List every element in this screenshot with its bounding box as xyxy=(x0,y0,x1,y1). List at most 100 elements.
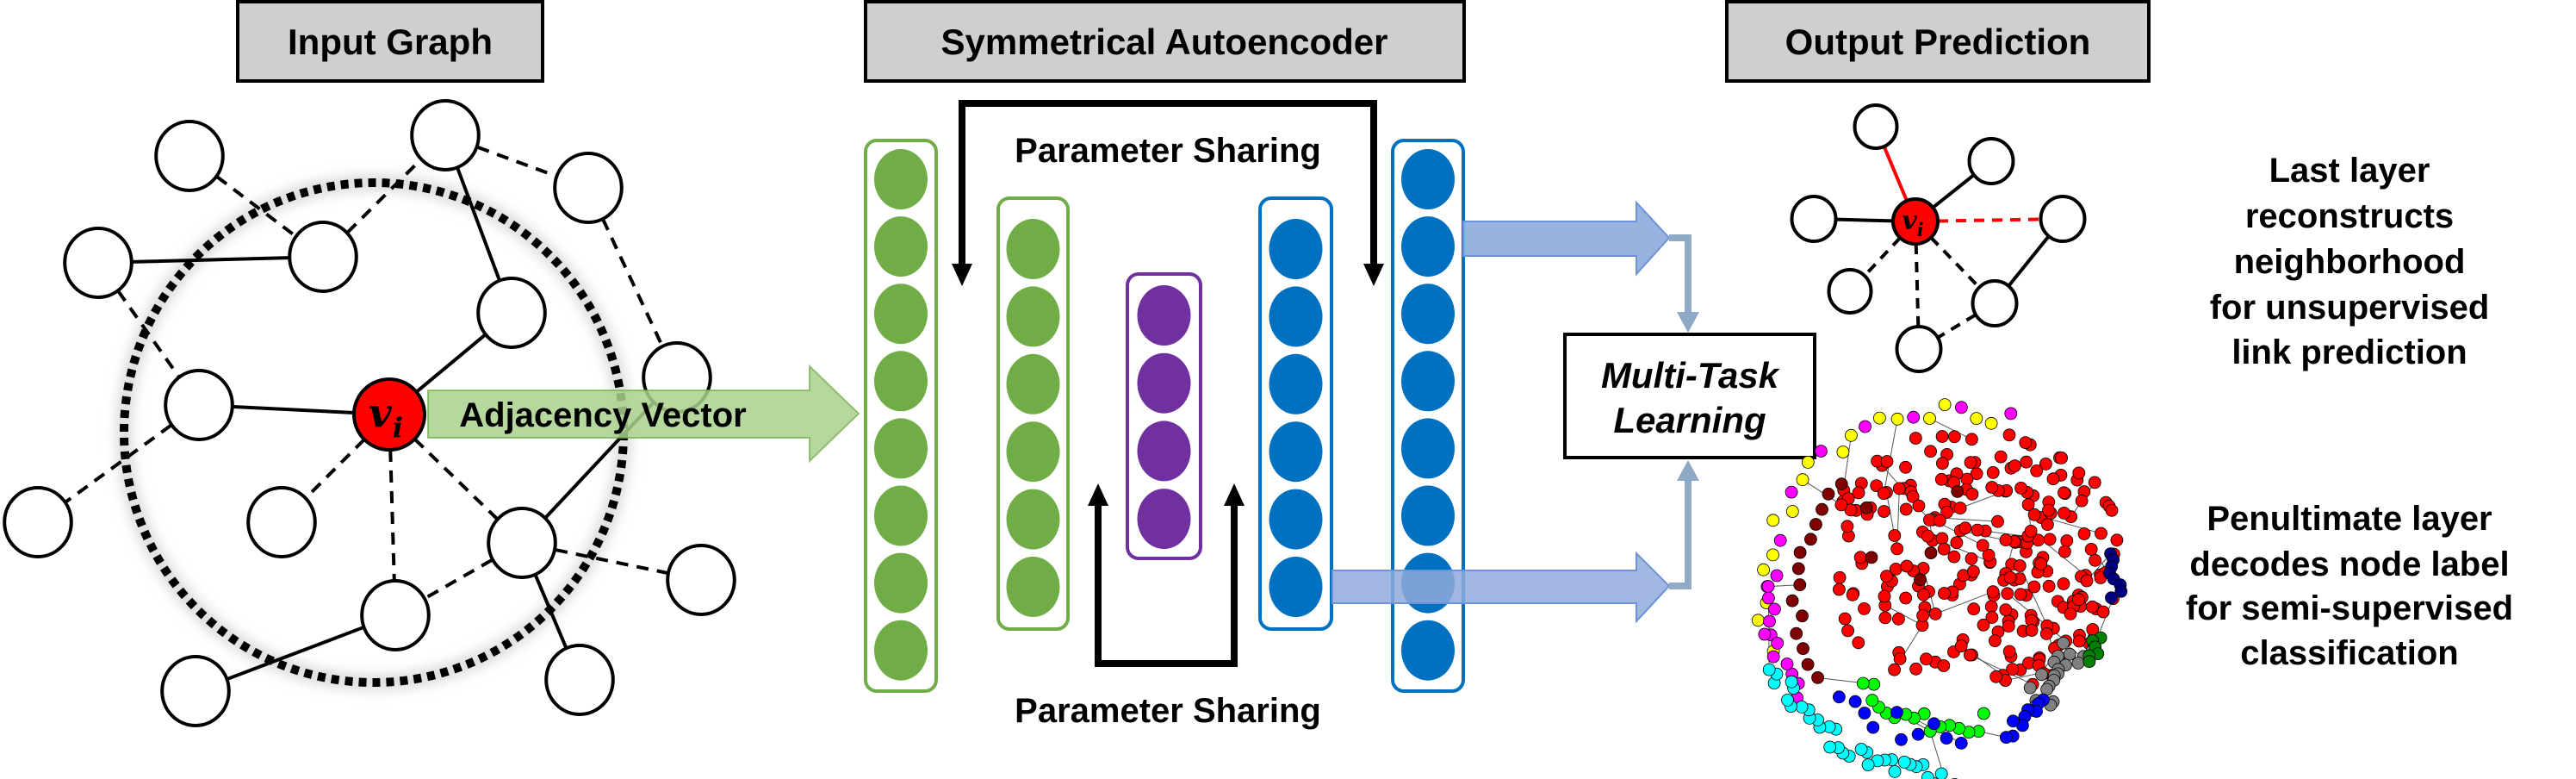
network-node xyxy=(1954,639,1968,653)
network-node xyxy=(2042,579,2056,593)
graph-node xyxy=(360,579,431,651)
network-node xyxy=(1899,591,1913,605)
parameter-sharing-arrowhead-left xyxy=(952,264,972,286)
neuron xyxy=(1401,216,1455,277)
network-node xyxy=(1991,514,2004,528)
graph-edge-dashed xyxy=(555,548,668,575)
description-line: for semi-supervised xyxy=(2186,589,2513,627)
neuron xyxy=(1401,620,1455,681)
target-node-vi xyxy=(1891,197,1940,246)
description-line: for unsupervised xyxy=(2210,289,2490,327)
network-node xyxy=(1951,485,1965,498)
neuron xyxy=(1269,353,1323,414)
network-node xyxy=(1947,430,1961,444)
output-prediction-title-text: Output Prediction xyxy=(1785,22,2091,62)
graph-node xyxy=(63,227,133,299)
graph-edge-dashed xyxy=(388,449,396,582)
parameter-sharing-bottom-label: Parameter Sharing xyxy=(1015,692,1321,730)
network-node xyxy=(1853,551,1867,564)
layer-encoder-hidden xyxy=(996,196,1070,631)
network-node xyxy=(1912,499,1926,513)
network-node xyxy=(1966,564,1980,578)
predicted-link xyxy=(1937,217,2041,223)
network-node xyxy=(1938,587,1951,600)
network-node xyxy=(1947,550,1961,564)
reconstructed-edge xyxy=(2007,234,2051,288)
network-node xyxy=(1872,411,1886,425)
graph-node xyxy=(3,486,73,558)
autoencoder-title: Symmetrical Autoencoder xyxy=(864,0,1466,83)
neuron xyxy=(1269,489,1323,550)
network-node xyxy=(2058,545,2071,558)
graph-edge-dashed xyxy=(424,558,493,600)
network-node xyxy=(1977,618,1990,632)
network-node xyxy=(1935,430,1949,443)
network-node xyxy=(1984,416,1998,430)
network-node xyxy=(1771,637,1785,650)
network-node xyxy=(2057,577,2070,590)
reconstructed-edge xyxy=(1937,313,1977,340)
network-node xyxy=(1938,398,1952,412)
graph-node xyxy=(553,152,624,224)
network-node xyxy=(1865,551,1878,564)
network-node xyxy=(1791,562,1805,576)
network-node xyxy=(1801,456,1815,469)
network-node xyxy=(1954,737,1968,750)
network-node xyxy=(1888,529,1902,542)
description-line: reconstructs xyxy=(2245,197,2454,235)
graph-node xyxy=(487,507,557,579)
network-node xyxy=(2046,472,2060,486)
network-node xyxy=(1965,433,1978,446)
network-node xyxy=(1832,690,1846,704)
neuron xyxy=(874,485,928,546)
network-node xyxy=(1928,608,1942,620)
graph-node xyxy=(1853,103,1899,150)
network-node xyxy=(2004,407,2018,421)
network-node xyxy=(1797,642,1809,656)
network-node xyxy=(1859,501,1873,514)
network-node xyxy=(1888,663,1902,676)
network-node xyxy=(1762,663,1776,676)
network-node xyxy=(1986,466,2000,479)
layer-output xyxy=(1391,139,1465,693)
network-node xyxy=(1963,648,1977,662)
network-node xyxy=(1852,636,1865,650)
graph-edge-dashed xyxy=(413,438,499,520)
network-node xyxy=(1852,486,1865,500)
graph-node xyxy=(1827,268,1873,315)
adjacency-vector-label: Adjacency Vector xyxy=(459,396,747,434)
network-node xyxy=(1958,521,1972,535)
network-node xyxy=(2002,620,2015,633)
network-node xyxy=(1889,563,1903,576)
neuron xyxy=(874,216,928,277)
graph-node xyxy=(246,486,317,558)
network-node xyxy=(2110,533,2124,547)
neuron xyxy=(1137,421,1191,482)
network-node xyxy=(1814,445,1828,458)
neuron xyxy=(1006,353,1060,414)
network-node xyxy=(1924,546,1938,559)
network-node xyxy=(1838,612,1852,626)
network-node xyxy=(1854,743,1868,756)
network-node xyxy=(1833,570,1847,584)
graph-node xyxy=(410,99,481,171)
network-node xyxy=(2013,559,2027,572)
layer-embedding xyxy=(1126,272,1202,560)
network-node xyxy=(1844,428,1858,442)
network-node xyxy=(1893,652,1907,665)
network-node xyxy=(1801,657,1815,671)
network-node xyxy=(1909,432,1922,445)
network-node xyxy=(1967,602,1981,616)
network-node xyxy=(1897,756,1911,769)
network-node xyxy=(2020,455,2033,469)
network-node xyxy=(1934,472,1948,486)
autoencoder-title-text: Symmetrical Autoencoder xyxy=(941,22,1388,62)
neuron xyxy=(1006,421,1060,483)
network-node xyxy=(2105,591,2118,605)
network-node xyxy=(1878,505,1890,518)
network-node xyxy=(1965,552,1978,565)
network-node xyxy=(2019,436,2033,449)
network-node xyxy=(2058,507,2071,520)
multi-task-label-line1: Multi-Task xyxy=(1601,355,1781,396)
network-node xyxy=(1796,473,1809,487)
